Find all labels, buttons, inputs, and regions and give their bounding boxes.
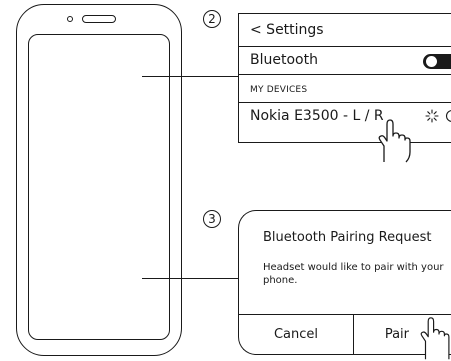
dialog-message: Headset would like to pair with your pho… [263, 262, 444, 286]
dialog-divider [239, 314, 451, 315]
step-number-settings: 2 [203, 10, 221, 28]
hand-pointer-icon [378, 119, 411, 163]
pairing-request-dialog: Bluetooth Pairing Request Headset would … [238, 210, 451, 355]
settings-back-link[interactable]: < Settings [239, 14, 451, 47]
toggle-knob [426, 56, 437, 67]
bluetooth-label: Bluetooth [250, 52, 318, 68]
my-devices-header: MY DEVICES [239, 75, 451, 103]
bluetooth-row: Bluetooth [239, 47, 451, 75]
device-row[interactable]: Nokia E3500 - L / R [239, 103, 451, 130]
pair-button[interactable]: Pair [384, 327, 409, 342]
phone-screen [28, 34, 170, 340]
spinner-icon [425, 109, 439, 123]
bluetooth-toggle[interactable] [423, 54, 451, 69]
speaker-slot [82, 15, 116, 23]
device-name: Nokia E3500 - L / R [250, 108, 384, 124]
bluetooth-settings-panel: < Settings Bluetooth MY DEVICES Nokia E3… [238, 13, 451, 143]
camera-icon [67, 16, 73, 22]
cancel-button[interactable]: Cancel [273, 327, 319, 342]
phone-outline [16, 4, 182, 356]
dialog-title: Bluetooth Pairing Request [263, 230, 432, 245]
dialog-button-divider [353, 314, 354, 354]
hand-pointer-icon [420, 317, 450, 360]
step-number-pairing: 3 [203, 210, 221, 228]
leader-line-dialog [142, 278, 238, 279]
leader-line-settings [142, 76, 238, 77]
info-icon [445, 110, 451, 122]
